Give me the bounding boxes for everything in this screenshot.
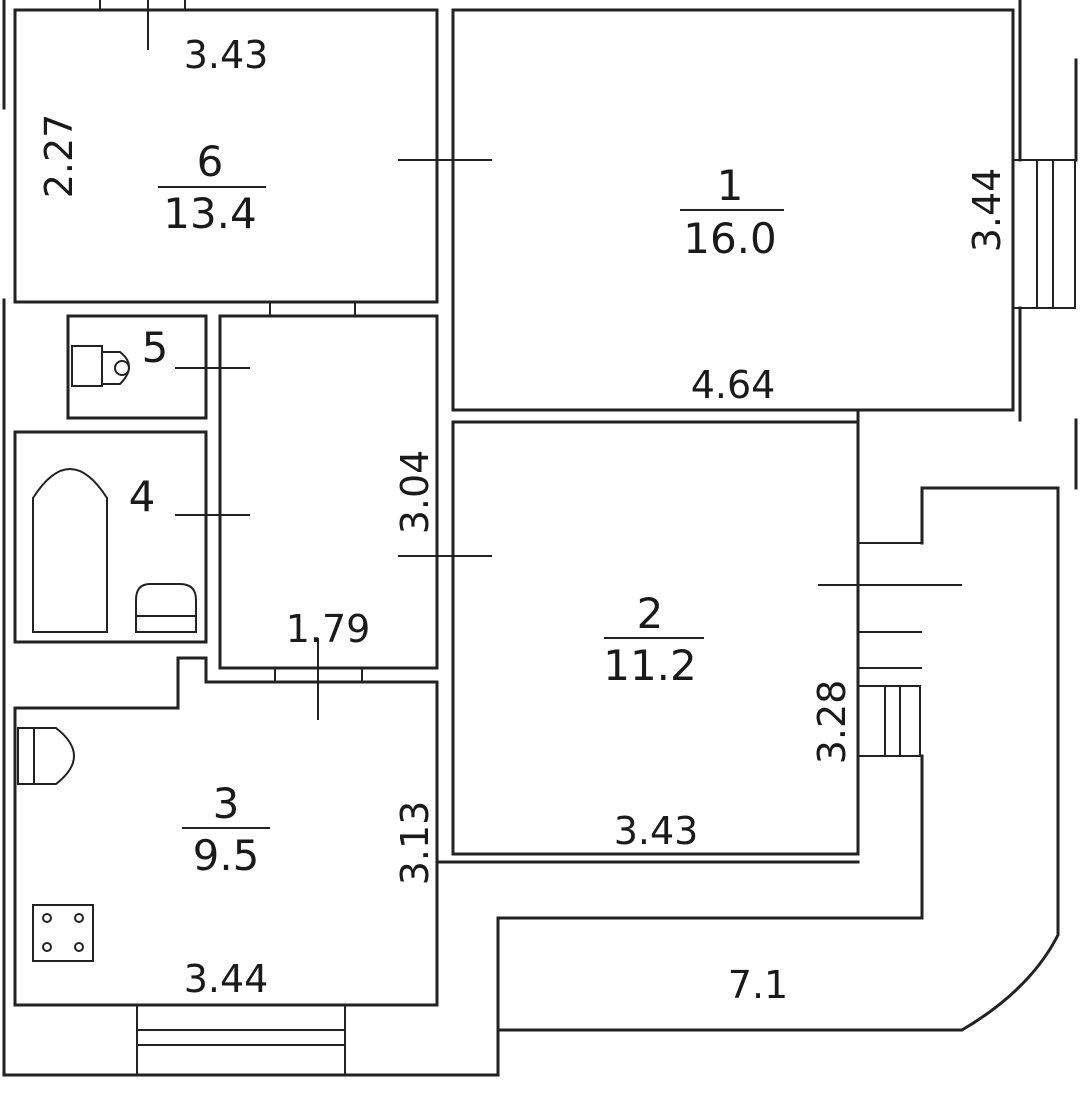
loggia-inner-top xyxy=(435,852,860,864)
room-1-number: 1 xyxy=(717,161,744,210)
dim-hall-width: 1.79 xyxy=(286,607,371,651)
toilet-seat-icon xyxy=(114,360,130,376)
stove-burner-3 xyxy=(42,942,52,952)
stove-burner-4 xyxy=(74,942,84,952)
room-4-number: 4 xyxy=(129,472,156,521)
toilet-tank-icon xyxy=(71,345,103,387)
dim-room-1-depth: 3.44 xyxy=(965,168,1009,253)
room-1-area: 16.0 xyxy=(683,214,777,263)
dim-hall-length: 3.04 xyxy=(393,450,437,535)
window-room-1 xyxy=(1012,159,1076,309)
room-6-walls xyxy=(13,8,439,304)
dim-room-3-depth: 3.13 xyxy=(393,801,437,886)
dim-room-6-width: 3.43 xyxy=(184,33,269,77)
room-2-walls xyxy=(451,420,860,856)
room-6-number: 6 xyxy=(197,137,224,186)
room-6-area: 13.4 xyxy=(163,189,257,238)
dim-loggia-length: 7.1 xyxy=(728,963,788,1007)
dim-room-6-depth: 2.27 xyxy=(37,114,81,199)
room-4-walls xyxy=(13,430,208,644)
window-room-2 xyxy=(857,685,921,757)
room-2-area: 11.2 xyxy=(603,641,697,690)
bathtub-icon xyxy=(32,468,108,633)
room-3-area: 9.5 xyxy=(193,831,260,880)
sink-icon xyxy=(135,583,197,633)
dim-room-1-width: 4.64 xyxy=(691,363,776,407)
loggia-inner-wall xyxy=(496,754,924,1077)
corridor-walls xyxy=(218,314,439,670)
dim-room-2-depth: 3.28 xyxy=(810,680,854,765)
room-5-number: 5 xyxy=(142,323,169,372)
stove-icon xyxy=(32,904,94,962)
loggia-outer-wall xyxy=(496,486,1060,1032)
stove-burner-2 xyxy=(74,913,84,923)
dim-room-2-width: 3.43 xyxy=(614,809,699,853)
dim-room-3-width: 3.44 xyxy=(184,957,269,1001)
kitchen-sink-icon xyxy=(17,727,76,785)
stove-burner-1 xyxy=(42,913,52,923)
window-room-3 xyxy=(136,1004,346,1076)
room-2-number: 2 xyxy=(637,589,664,638)
room-3-number: 3 xyxy=(213,779,240,828)
